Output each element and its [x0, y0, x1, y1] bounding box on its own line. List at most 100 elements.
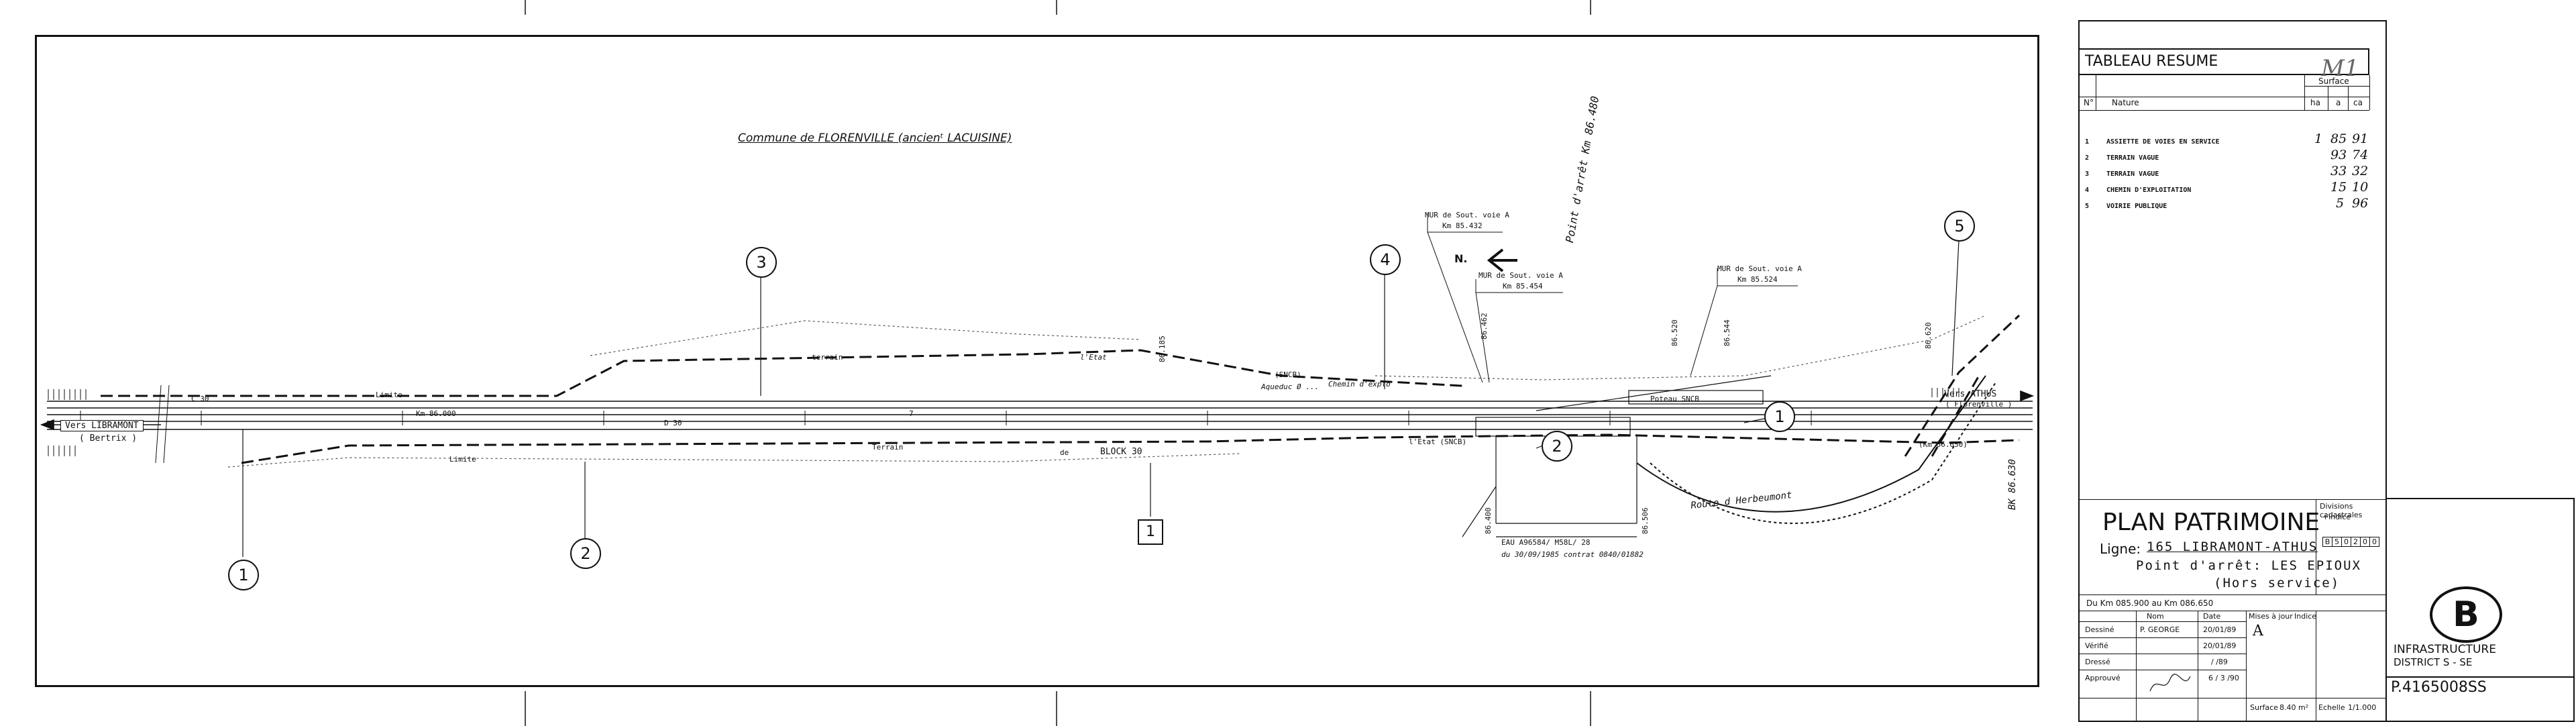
- hdr-mises: Mises à jour: [2249, 612, 2293, 621]
- km-86185-label: 86.185: [1158, 335, 1167, 362]
- limite-top-label: Limite: [376, 391, 402, 399]
- hdr-indice: Indice: [2294, 612, 2317, 621]
- point-arret-value: Point d'arrêt: LES EPIOUX: [2136, 558, 2361, 573]
- infra-line1: INFRASTRUCTURE: [2394, 643, 2496, 656]
- hdr-date: Date: [2203, 612, 2221, 621]
- verifie-label: Vérifié: [2085, 641, 2108, 650]
- terrain-outline-bottom: [227, 453, 1242, 468]
- mur2-line1: MUR de Sout. voie A: [1479, 271, 1563, 280]
- chemin-label: Chemin d'explo: [1328, 380, 1391, 388]
- terrain-outline-top: [590, 315, 1986, 380]
- approuve-label: Approuvé: [2085, 674, 2121, 682]
- row-2-a: 93: [2330, 148, 2347, 162]
- row-5-a: 5: [2336, 196, 2345, 211]
- florenville-label: ( Florenville ): [1945, 400, 2012, 409]
- row-5-ca: 96: [2352, 196, 2369, 211]
- station-area: [1475, 375, 1772, 537]
- mur3-line1: MUR de Sout. voie A: [1717, 264, 1802, 273]
- echelle-label: Echelle: [2318, 703, 2345, 712]
- dessine-name: P. GEORGE: [2140, 625, 2180, 634]
- mur3-line2: Km 85.524: [1737, 275, 1778, 284]
- row-3-nature: TERRAIN VAGUE: [2106, 170, 2159, 178]
- cad-box: 0: [2372, 537, 2377, 546]
- row-5-no: 5: [2085, 203, 2090, 210]
- surface-value: 8.40 m²: [2279, 703, 2309, 712]
- dresse-date: / /89: [2211, 658, 2228, 666]
- ligne-value: 165 LIBRAMONT-ATHUS: [2147, 539, 2318, 554]
- km-86620-label: 86.620: [1924, 322, 1933, 349]
- km-86506-label: 86.506: [1641, 507, 1650, 534]
- hdr-nom: Nom: [2147, 612, 2164, 621]
- surface-label: Surface: [2250, 703, 2278, 712]
- row-5-nature: VOIRIE PUBLIQUE: [2106, 203, 2167, 210]
- parcel-callout-4: 4: [1370, 244, 1401, 275]
- vers-athus-label: Vers ATHUS: [1944, 389, 1997, 399]
- parcel-callout-3: 3: [746, 247, 777, 278]
- col-no: N°: [2084, 98, 2094, 107]
- row-2-no: 2: [2085, 154, 2090, 162]
- right-hatch: [1931, 388, 1960, 397]
- row-4-nature: CHEMIN D'EXPLOITATION: [2106, 187, 2192, 194]
- etat-top-label: l'Etat: [1080, 353, 1107, 362]
- parcel-3-boundary: [101, 349, 1463, 397]
- aqueduc-label: Aqueduc Ø ...: [1261, 382, 1320, 391]
- parcel-callout-1-right: 1: [1764, 401, 1795, 432]
- reference-number: P.4165008SS: [2391, 679, 2487, 696]
- verifie-date: 20/01/89: [2203, 641, 2237, 650]
- north-label: N.: [1454, 252, 1468, 265]
- title-block-panel: TABLEAU RESUME M1 N° Nature Surface ha a…: [2078, 20, 2387, 722]
- bk-label: BK 86.630: [2007, 459, 2018, 510]
- row-1-ca: 91: [2352, 132, 2369, 146]
- row-3-a: 33: [2330, 164, 2347, 178]
- divisions-label: Divisions cadastrales: [2320, 502, 2363, 519]
- dessine-date: 20/01/89: [2203, 625, 2237, 634]
- plan-patrimoine-title: PLAN PATRIMOINE: [2102, 509, 2320, 536]
- row-2-nature: TERRAIN VAGUE: [2106, 154, 2159, 162]
- row-1-no: 1: [2085, 138, 2090, 146]
- cad-box: 2: [2351, 537, 2361, 546]
- limite-bottom-label: Limite: [449, 455, 476, 464]
- track-ticks: [80, 411, 1812, 425]
- bertrix-label: ( Bertrix ): [79, 433, 138, 444]
- parcel-callout-2-mid: 2: [1542, 431, 1572, 462]
- parcel-5-boundary: [1904, 314, 2021, 457]
- parcel-callout-5: 5: [1944, 211, 1975, 242]
- row-4-no: 4: [2085, 187, 2090, 194]
- terrain-top-label: terrain: [812, 353, 843, 362]
- row-1-nature: ASSIETTE DE VOIES EN SERVICE: [2106, 138, 2220, 146]
- row-4-a: 15: [2330, 180, 2347, 195]
- row-1-a: 85: [2330, 132, 2347, 146]
- approuve-date: 6 / 3 /90: [2208, 674, 2239, 682]
- eau-line2: du 30/09/1985 contrat 0840/01882: [1501, 550, 1644, 559]
- col-a: a: [2336, 98, 2341, 107]
- hors-service-value: (Hors service): [2214, 576, 2341, 590]
- sept-label: 7: [909, 409, 914, 418]
- mur2-line2: Km 85.454: [1503, 282, 1543, 291]
- sncb-top-label: (SNCB): [1275, 370, 1301, 379]
- col-surface: Surface: [2318, 76, 2349, 86]
- col-ca: ca: [2353, 98, 2363, 107]
- logo-block: B INFRASTRUCTURE DISTRICT S - SE P.41650…: [2387, 498, 2575, 722]
- cad-box: 0: [2342, 537, 2351, 546]
- cadastral-boxes: B 5 0 2 0 0: [2322, 537, 2379, 547]
- cad-box: B: [2323, 537, 2332, 546]
- range-label: Du Km 085.900 au Km 086.650: [2086, 599, 2214, 608]
- parcel-callout-2: 2: [570, 538, 601, 569]
- mur-leaders: [1427, 213, 1798, 383]
- parcel-callout-1-left: 1: [228, 560, 259, 590]
- dessine-label: Dessiné: [2085, 625, 2114, 634]
- c30-label: C 30: [191, 395, 209, 403]
- km-86650-label: (Km 86.650): [1919, 440, 1968, 449]
- block-label: BLOCK 30: [1100, 447, 1142, 457]
- mur1-line1: MUR de Sout. voie A: [1425, 211, 1509, 219]
- drawing-frame: [35, 35, 2039, 687]
- col-ha: ha: [2310, 98, 2320, 107]
- row-4-ca: 10: [2352, 180, 2369, 195]
- track-lines: [47, 401, 2033, 430]
- tableau-title: TABLEAU RESUME: [2080, 48, 2369, 75]
- cad-box: 5: [2332, 537, 2342, 546]
- mur1-line2: Km 85.432: [1442, 221, 1483, 230]
- poteau-label: Poteau SNCB: [1650, 395, 1699, 403]
- km-86400-label: 86.400: [1484, 507, 1493, 534]
- dresse-label: Dressé: [2085, 658, 2110, 666]
